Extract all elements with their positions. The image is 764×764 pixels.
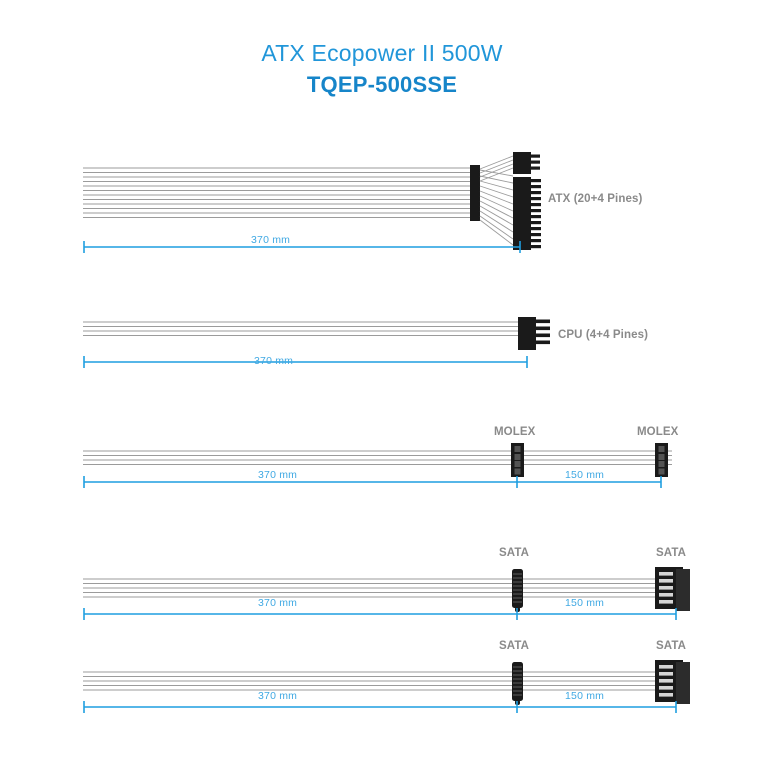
cable-diagram-cpu <box>83 317 550 368</box>
connector-label-sata-left-2: SATA <box>499 640 529 652</box>
connector-label-cpu: CPU (4+4 Pines) <box>558 329 649 341</box>
dimension-label-sata-1-150: 150 mm <box>565 597 605 609</box>
dimension-label-atx-370: 370 mm <box>251 234 291 246</box>
dimension-label-sata-1-370: 370 mm <box>258 597 298 609</box>
dimension-label-sata-2-150: 150 mm <box>565 690 605 702</box>
connector-sata-left-1 <box>512 569 523 612</box>
dimension-line-atx-370 <box>83 241 521 253</box>
connector-sata-right-1 <box>655 567 690 611</box>
wire-bundle-cpu <box>83 321 518 336</box>
connector-label-molex-left: MOLEX <box>494 426 536 438</box>
connector-sata-right-2 <box>655 660 690 704</box>
cable-diagram-molex <box>83 443 672 488</box>
title-block: ATX Ecopower II 500W TQEP-500SSE <box>0 38 764 100</box>
wire-bundle-sata-1 <box>83 578 682 598</box>
cable-diagram-atx <box>83 152 541 253</box>
wire-bundle-atx <box>83 167 470 218</box>
dimension-label-cpu-370: 370 mm <box>254 355 294 367</box>
model-number: TQEP-500SSE <box>306 72 458 97</box>
dimension-line-molex <box>83 476 662 488</box>
dimension-line-cpu-370 <box>83 356 528 368</box>
connector-label-atx: ATX (20+4 Pines) <box>548 193 643 205</box>
connector-sata-left-2 <box>512 662 523 705</box>
connector-label-sata-right-2: SATA <box>656 640 686 652</box>
dimension-label-sata-2-370: 370 mm <box>258 690 298 702</box>
wire-bundle-sata-2 <box>83 671 682 691</box>
connector-label-sata-left-1: SATA <box>499 547 529 559</box>
dimension-line-sata-2 <box>83 701 677 713</box>
fanout-wires-atx-20pin <box>479 169 514 246</box>
dimension-label-molex-150: 150 mm <box>565 469 605 481</box>
connector-molex-right <box>655 443 668 477</box>
dimension-line-sata-1 <box>83 608 677 620</box>
cable-clamp-atx <box>470 165 480 221</box>
wire-bundle-molex <box>83 450 672 465</box>
connector-molex-left <box>511 443 524 477</box>
page-title: ATX Ecopower II 500W <box>261 40 503 66</box>
cable-diagram-sata-1 <box>83 567 690 620</box>
connector-label-sata-right-1: SATA <box>656 547 686 559</box>
connector-atx-4pin <box>513 152 540 174</box>
connector-label-molex-right: MOLEX <box>637 426 679 438</box>
cable-diagram-sata-2 <box>83 660 690 713</box>
connector-cpu-4plus4 <box>518 317 550 350</box>
connector-atx-20pin <box>513 177 541 250</box>
dimension-label-molex-370: 370 mm <box>258 469 298 481</box>
